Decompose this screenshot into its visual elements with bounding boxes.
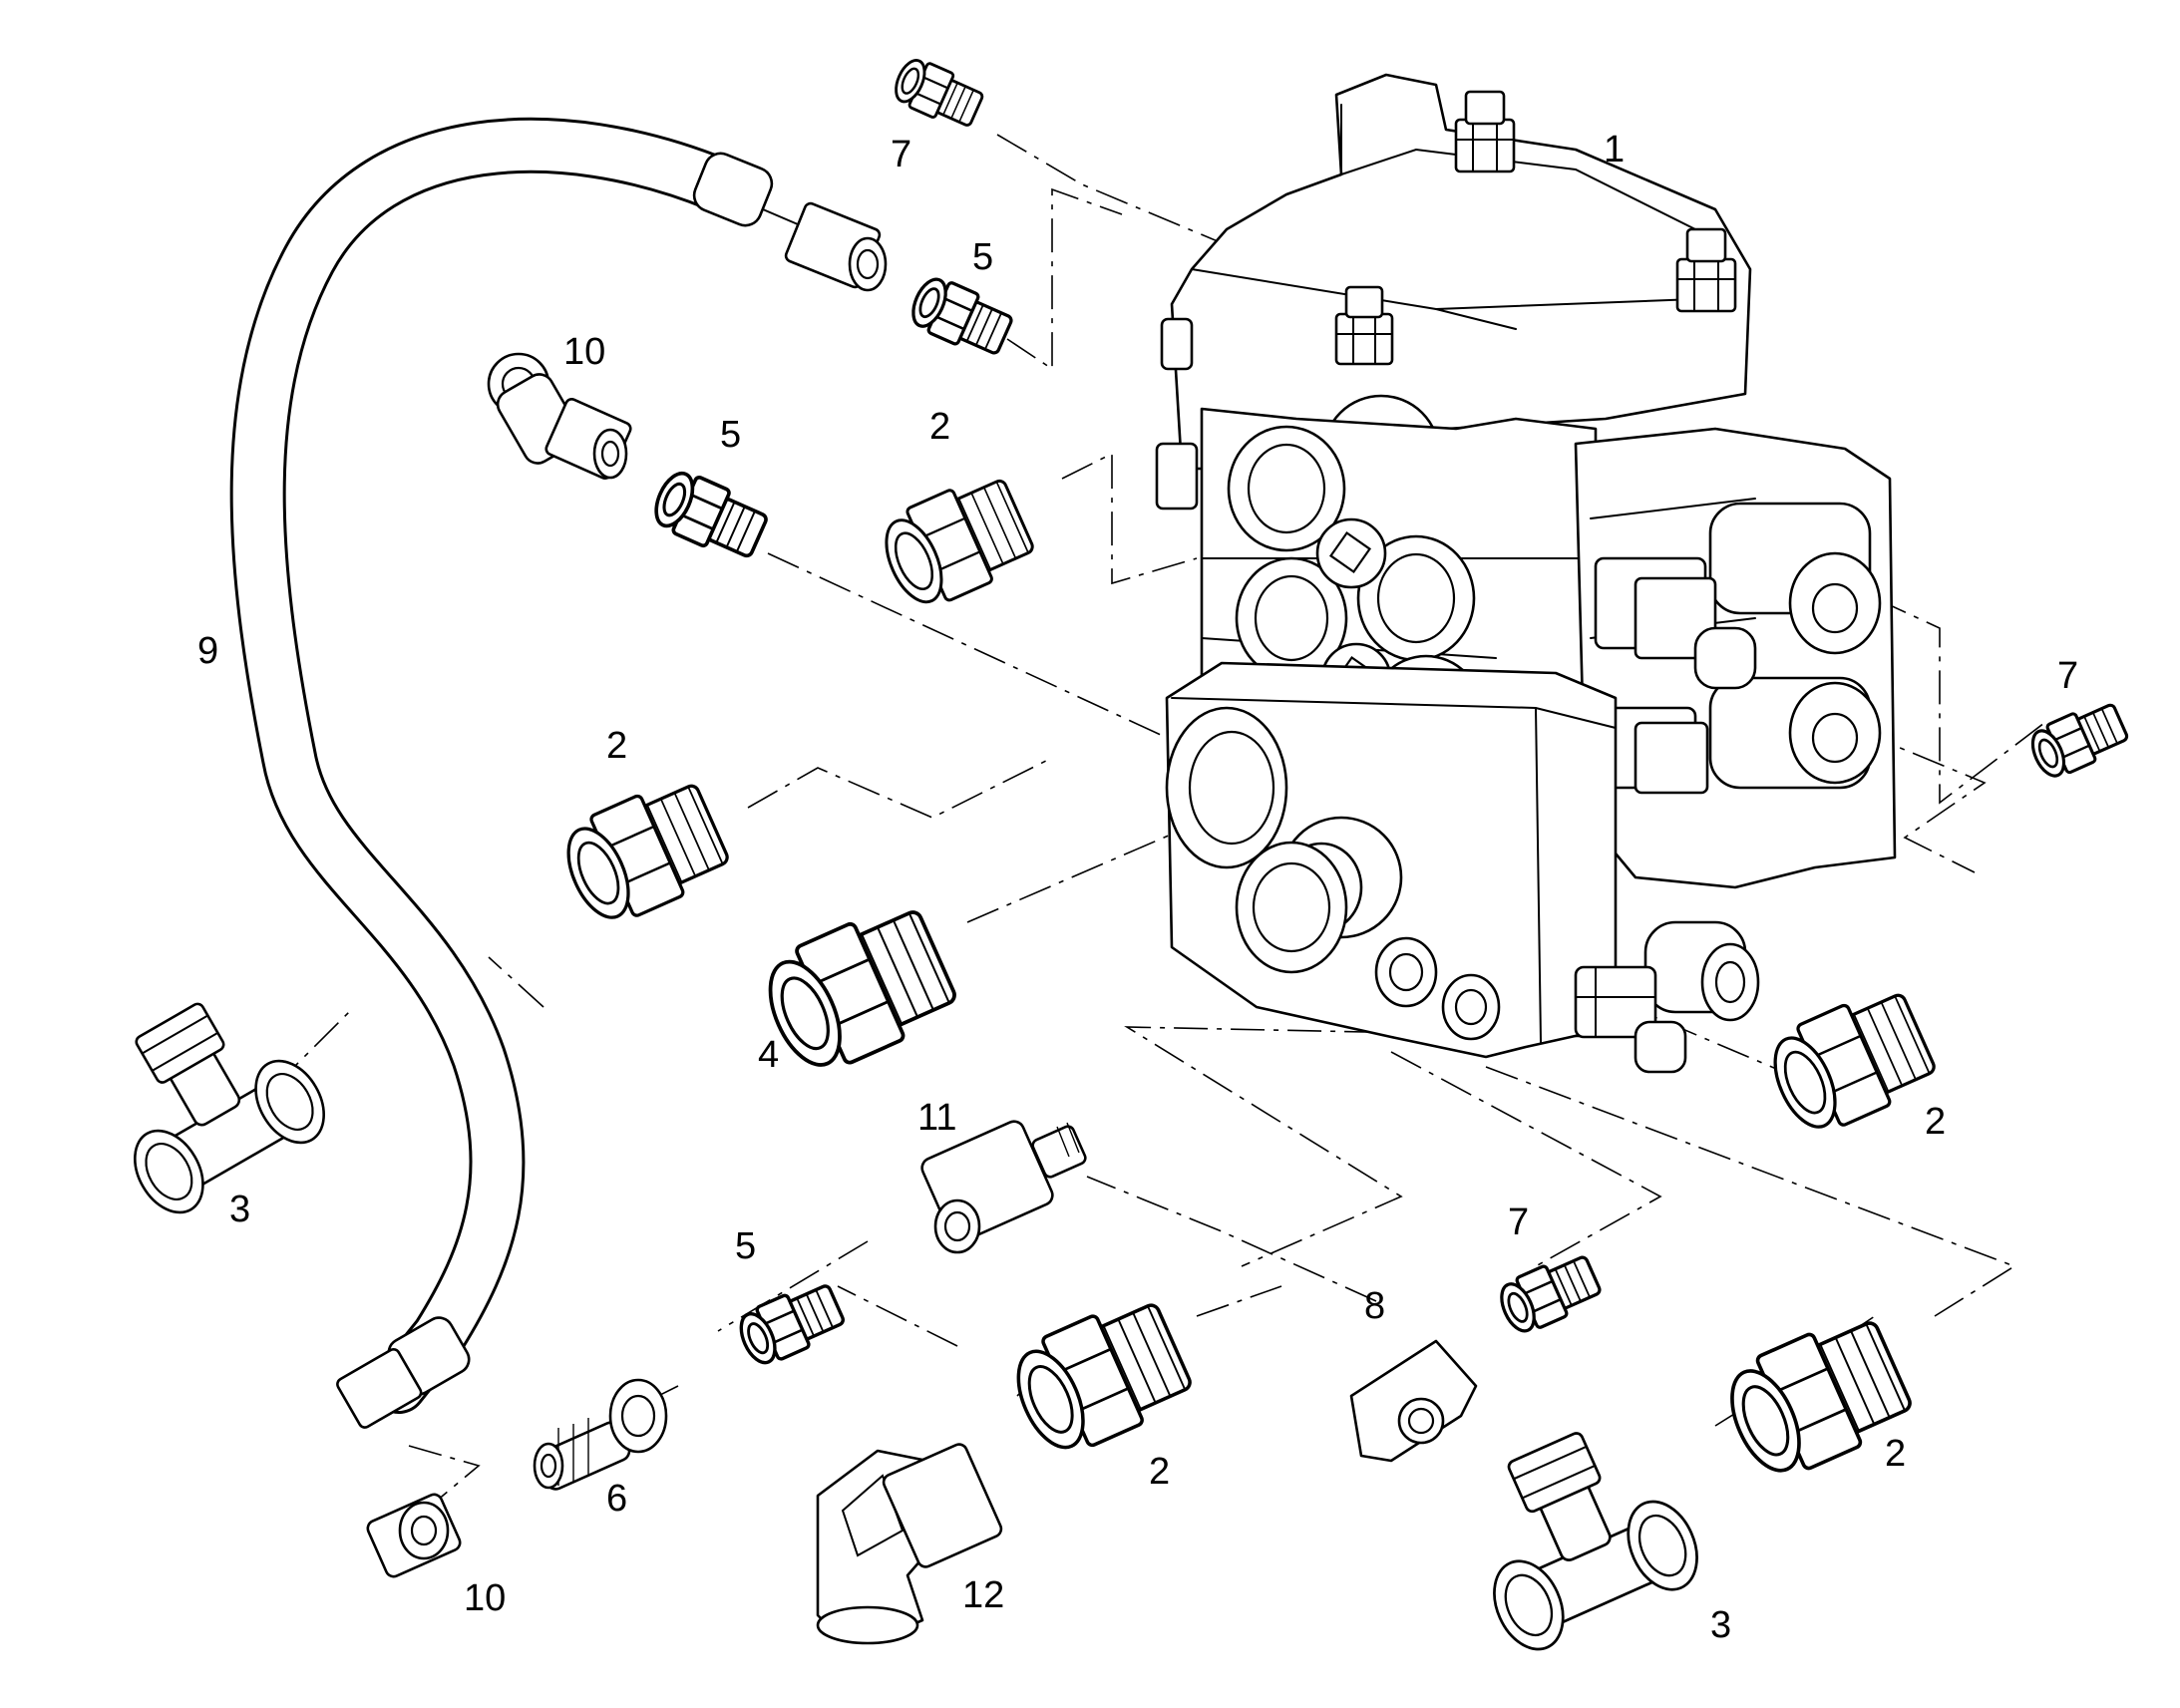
- callout-2: 2: [1885, 1433, 1906, 1475]
- fitting-4: [750, 894, 965, 1086]
- fitting-2-bottom: [1000, 1288, 1200, 1467]
- callout-12: 12: [962, 1574, 1004, 1616]
- hydraulic-hose: [229, 117, 888, 1429]
- callout-9: 9: [197, 630, 218, 672]
- fitting-6: [533, 1378, 668, 1491]
- callout-5: 5: [972, 236, 993, 278]
- callout-5: 5: [720, 414, 741, 456]
- callout-7: 7: [891, 134, 911, 175]
- callout-8: 8: [1364, 1285, 1385, 1327]
- fitting-5-bottom: [731, 1275, 850, 1372]
- fitting-2-top: [871, 467, 1041, 618]
- fitting-12: [816, 1443, 1003, 1645]
- callout-3: 3: [229, 1189, 250, 1230]
- fitting-10-top: [487, 352, 632, 481]
- fitting-11: [920, 1120, 1087, 1254]
- callout-10: 10: [464, 1577, 506, 1619]
- callout-2: 2: [929, 406, 950, 448]
- fitting-3-left: [76, 971, 339, 1226]
- fitting-8: [1349, 1339, 1478, 1463]
- fitting-7-bottom: [1492, 1247, 1607, 1340]
- callout-2: 2: [1925, 1101, 1946, 1143]
- callout-11: 11: [917, 1097, 956, 1139]
- fitting-7-top: [888, 52, 988, 135]
- fitting-5-middle: [645, 463, 774, 567]
- fitting-7-right: [2023, 695, 2133, 785]
- callout-10: 10: [563, 331, 605, 373]
- callout-3: 3: [1710, 1604, 1731, 1646]
- fitting-2-left: [551, 770, 737, 935]
- valve-body: [1155, 73, 1897, 1074]
- fitting-2-right: [1758, 979, 1944, 1145]
- callout-7: 7: [2057, 655, 2078, 697]
- callout-4: 4: [758, 1034, 779, 1076]
- callout-2: 2: [606, 725, 627, 767]
- callout-5: 5: [735, 1225, 756, 1267]
- callout-7: 7: [1508, 1201, 1529, 1243]
- fitting-5-top: [904, 270, 1018, 363]
- fitting-10-bottom: [366, 1493, 462, 1578]
- fitting-3-right: [1442, 1405, 1712, 1662]
- callout-6: 6: [606, 1478, 627, 1520]
- callout-2: 2: [1149, 1451, 1170, 1493]
- callouts: 1 2 2 2 2 2 2 3 3 4 5 5 5 6 7 7 7 8 9 10…: [197, 129, 2078, 1646]
- callout-1: 1: [1604, 129, 1625, 171]
